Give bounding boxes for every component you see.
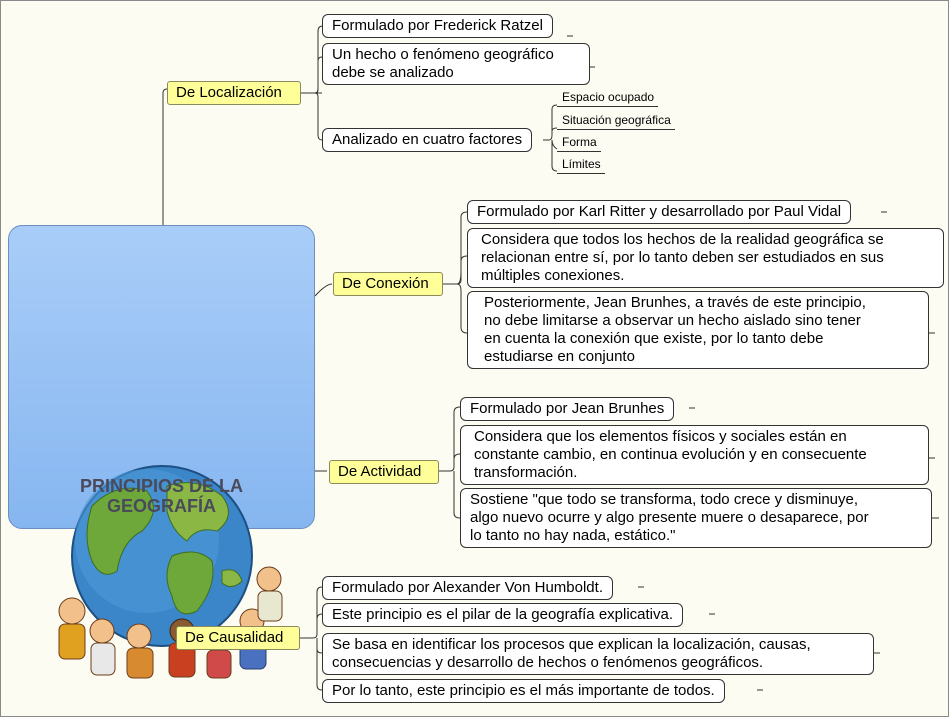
topic-conexion-2[interactable]: Considera que todos los hechos de la rea… bbox=[467, 228, 944, 288]
topic-conexion-3[interactable]: Posteriormente, Jean Brunhes, a través d… bbox=[467, 291, 929, 369]
topic-localizacion-1[interactable]: Formulado por Frederick Ratzel bbox=[322, 14, 553, 38]
branch-localizacion[interactable]: De Localización bbox=[167, 81, 301, 105]
branch-causalidad[interactable]: De Causalidad bbox=[176, 626, 300, 650]
topic-causalidad-1[interactable]: Formulado por Alexander Von Humboldt. bbox=[322, 576, 613, 600]
topic-localizacion-2[interactable]: Un hecho o fenómeno geográfico debe se a… bbox=[322, 43, 590, 85]
topic-causalidad-4[interactable]: Por lo tanto, este principio es el más i… bbox=[322, 679, 725, 703]
central-topic-title: PRINCIPIOS DE LA GEOGRAFÍA bbox=[79, 476, 244, 516]
topic-actividad-3[interactable]: Sostiene "que todo se transforma, todo c… bbox=[460, 488, 932, 548]
topic-localizacion-3[interactable]: Analizado en cuatro factores bbox=[322, 128, 533, 152]
topic-causalidad-3[interactable]: Se basa en identificar los procesos que … bbox=[322, 633, 874, 675]
topic-actividad-1[interactable]: Formulado por Jean Brunhes bbox=[460, 397, 675, 421]
topic-conexion-1[interactable]: Formulado por Karl Ritter y desarrollado… bbox=[467, 200, 852, 224]
factor-espacio-ocupado[interactable]: Espacio ocupado bbox=[557, 90, 659, 107]
topic-actividad-2[interactable]: Considera que los elementos físicos y so… bbox=[460, 425, 929, 485]
branch-actividad[interactable]: De Actividad bbox=[329, 460, 439, 484]
topic-causalidad-2[interactable]: Este principio es el pilar de la geograf… bbox=[322, 603, 684, 627]
branch-conexion[interactable]: De Conexión bbox=[333, 272, 443, 296]
factor-situacion-geografica[interactable]: Situación geográfica bbox=[557, 113, 675, 130]
factor-limites[interactable]: Límites bbox=[557, 157, 605, 174]
central-topic[interactable]: PRINCIPIOS DE LA GEOGRAFÍA bbox=[8, 225, 315, 679]
factor-forma[interactable]: Forma bbox=[557, 135, 601, 152]
